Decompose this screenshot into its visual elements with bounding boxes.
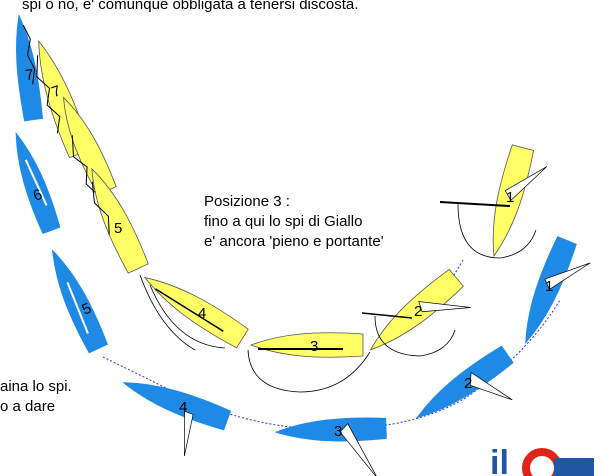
blue-boat-5: 5 bbox=[51, 249, 108, 354]
annotation-line-2: fino a qui lo spi di Giallo bbox=[204, 213, 363, 230]
yellow-boat-4-spinnaker-2 bbox=[139, 274, 196, 351]
blue-boat-2: 2 bbox=[415, 345, 514, 419]
yellow-boat-3: 3 bbox=[249, 332, 364, 358]
yellow-boat-3-spinnaker bbox=[247, 349, 371, 393]
blue-boat-3-label: 3 bbox=[334, 423, 342, 440]
annotation-line-3: e' ancora 'pieno e portante' bbox=[204, 233, 384, 250]
caption-top: spi o no, e' comunque obbligata a teners… bbox=[22, 0, 359, 13]
yellow-boat-4: 4 bbox=[143, 276, 249, 349]
yellow-boat-1-spinnaker bbox=[457, 203, 537, 259]
blue-boat-7-label: 7 bbox=[24, 66, 35, 84]
yellow-boat-2: 2 bbox=[369, 268, 471, 351]
blue-boat-4-label: 4 bbox=[179, 399, 187, 416]
yellow-boat-5: 5 bbox=[91, 167, 149, 274]
yellow-boat-4-spinnaker bbox=[149, 284, 226, 349]
blue-boat-1-label: 1 bbox=[545, 278, 553, 295]
left-note-line-2: o a dare bbox=[0, 398, 56, 415]
yellow-boat-2-spinnaker bbox=[374, 315, 456, 357]
logo: il bbox=[490, 444, 594, 476]
yellow-boat-2-boom bbox=[361, 312, 413, 319]
blue-boat-4: 4 bbox=[122, 382, 232, 457]
yellow-boat-1-label: 1 bbox=[506, 189, 514, 206]
left-note-line-1: aina lo spi. bbox=[0, 378, 72, 395]
annotation: Posizione 3 : fino a qui lo spi di Giall… bbox=[204, 192, 384, 252]
yellow-boat-3-label: 3 bbox=[310, 338, 318, 355]
blue-boat-1: 1 bbox=[525, 236, 591, 344]
left-note: aina lo spi. o a dare bbox=[0, 377, 72, 417]
yellow-boat-4-label: 4 bbox=[198, 305, 206, 322]
yellow-boat-1-boom bbox=[439, 201, 511, 207]
yellow-boat-1: 1 bbox=[492, 144, 548, 257]
blue-boat-6: 6 bbox=[15, 132, 61, 234]
logo-text: il bbox=[490, 444, 509, 476]
blue-boat-2-label: 2 bbox=[464, 375, 472, 392]
yellow-boat-5-label: 5 bbox=[114, 220, 122, 237]
blue-boat-7: 7 bbox=[15, 13, 44, 122]
blue-boat-3: 3 bbox=[274, 417, 387, 476]
yellow-boat-2-label: 2 bbox=[414, 303, 422, 320]
annotation-line-1: Posizione 3 : bbox=[204, 193, 290, 210]
